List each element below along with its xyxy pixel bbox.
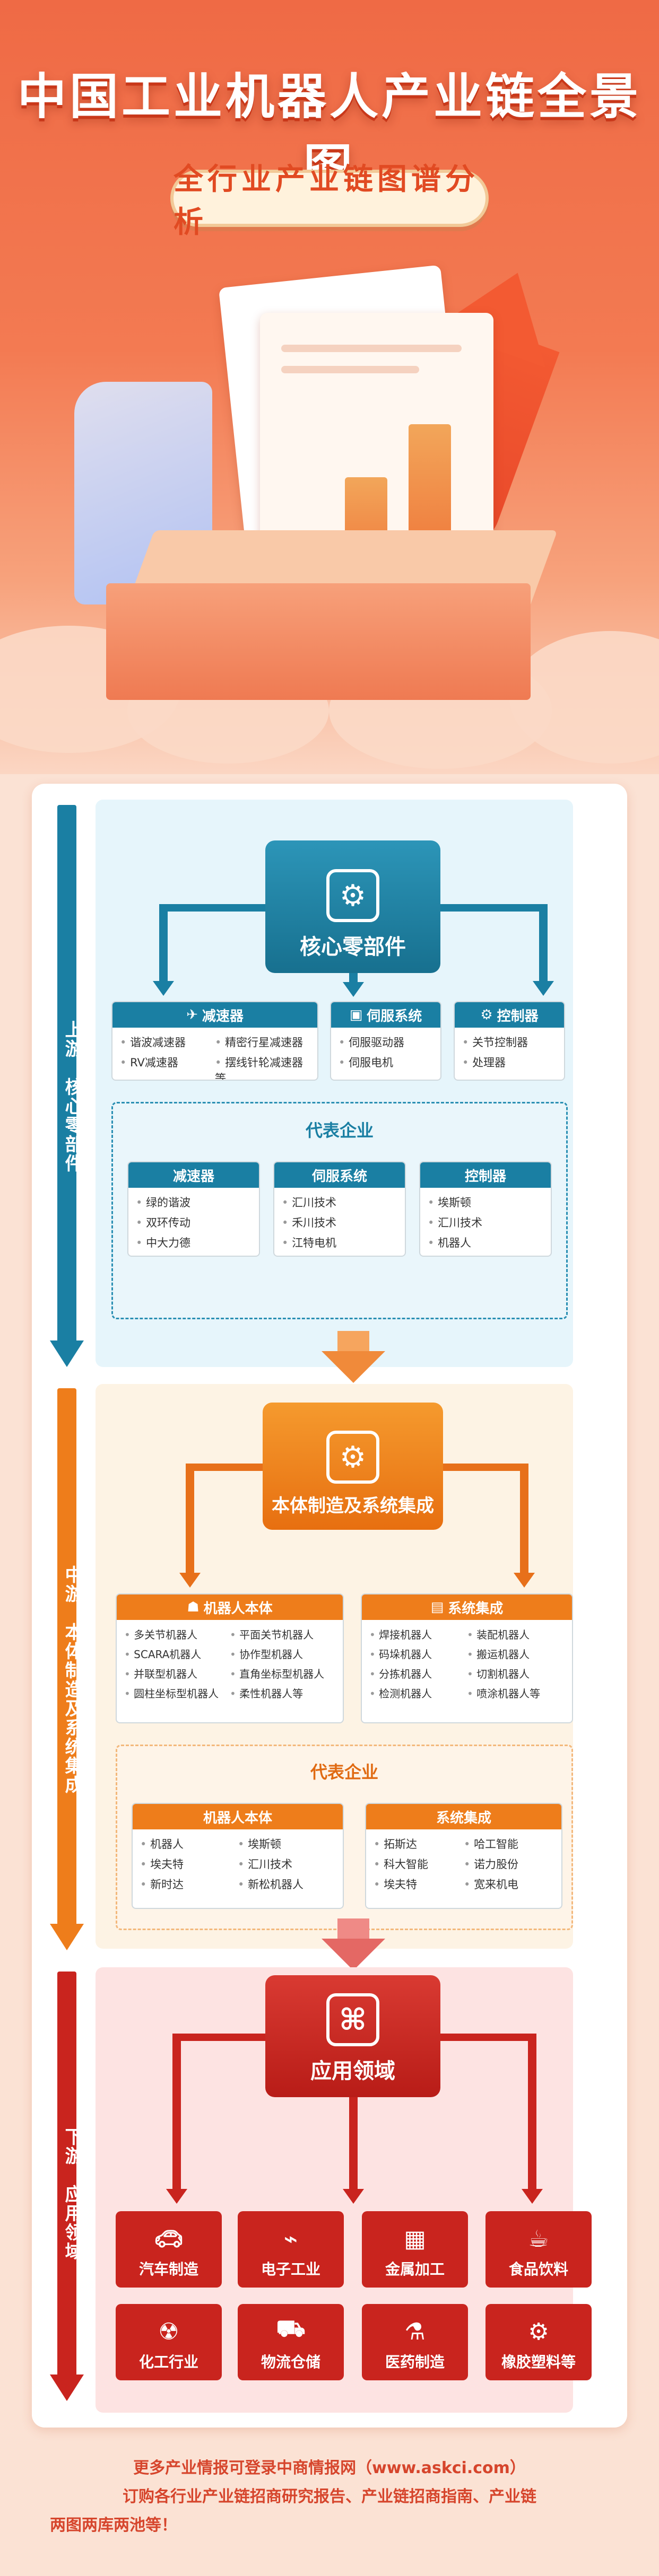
page-title: 中国工业机器人产业链全景图 bbox=[17, 68, 641, 196]
core-components-label: 核心零部件 bbox=[300, 935, 406, 959]
wrench-icon: ✈ bbox=[186, 1007, 198, 1023]
rep-servo-card: 伺服系统 汇川技术 禾川技术 江特电机 bbox=[273, 1161, 406, 1257]
upstream-side-arrow: 上游：核心零部件 bbox=[50, 805, 84, 1372]
rep-reducer-card: 减速器 绿的谐波 双环传动 中大力德 bbox=[127, 1161, 260, 1257]
app-electronics: ⌁电子工业 bbox=[238, 2211, 344, 2288]
app-medicine: ⚗︎医药制造 bbox=[362, 2304, 468, 2380]
app-chemical: ☢︎化工行业 bbox=[116, 2304, 222, 2380]
system-integration-card: ▤系统集成 焊接机器人 装配机器人 码垛机器人 搬运机器人 分拣机器人 切割机器… bbox=[361, 1593, 573, 1723]
rep-robot-body-card: 机器人本体 机器人 埃斯顿 埃夫特 汇川技术 新时达 新松机器人 bbox=[132, 1803, 344, 1909]
servo-card: ▣伺服系统 伺服驱动器 伺服电机 bbox=[330, 1001, 441, 1081]
midstream-label: 中游：本体制造及系统集成 bbox=[62, 1565, 83, 1794]
network-icon: ⌘ bbox=[326, 1993, 379, 2046]
footer-line-2: 订购各行业产业链招商研究报告、产业链招商指南、产业链 bbox=[123, 2487, 536, 2506]
downstream-label: 下游：应用领域 bbox=[62, 2127, 83, 2261]
metal-icon: ▦ bbox=[404, 2225, 426, 2253]
document-gear-icon: ⚙ bbox=[326, 1431, 379, 1484]
transition-chevron-2 bbox=[322, 1918, 385, 1972]
downstream-side-arrow: 下游：应用领域 bbox=[50, 1972, 84, 2406]
reducer-card: ✈减速器 谐波减速器 精密行星减速器 RV减速器 摆线针轮减速器等 bbox=[111, 1001, 318, 1081]
circuit-icon: ⌁ bbox=[283, 2225, 298, 2253]
upstream-label: 上游：核心零部件 bbox=[62, 1020, 83, 1173]
food-icon: ☕︎ bbox=[528, 2225, 549, 2253]
control-icon: ⚙ bbox=[480, 1007, 493, 1023]
app-food: ☕︎食品饮料 bbox=[485, 2211, 592, 2288]
midstream-side-arrow: 中游：本体制造及系统集成 bbox=[50, 1388, 84, 1956]
manufacturing-label: 本体制造及系统集成 bbox=[272, 1495, 434, 1517]
tire-icon: ⚙ bbox=[528, 2318, 549, 2345]
chemical-icon: ☢︎ bbox=[158, 2318, 179, 2345]
app-auto: 🚗︎汽车制造 bbox=[116, 2211, 222, 2288]
server-icon: ▤ bbox=[430, 1599, 444, 1615]
subtitle-pill: 全行业产业链图谱分析 bbox=[170, 162, 489, 240]
app-logistics: ⛟物流仓储 bbox=[238, 2304, 344, 2380]
header-banner: 中国工业机器人产业链全景图 全行业产业链图谱分析 bbox=[0, 0, 659, 774]
core-components-box: ⚙ 核心零部件 bbox=[265, 840, 440, 973]
car-icon: 🚗︎ bbox=[154, 2225, 184, 2253]
controller-card: ⚙控制器 关节控制器 处理器 bbox=[454, 1001, 565, 1081]
hero-illustration bbox=[74, 252, 594, 700]
rep-system-integration-card: 系统集成 拓斯达 哈工智能 科大智能 诺力股份 埃夫特 宽来机电 bbox=[365, 1803, 562, 1909]
manufacturing-box: ⚙ 本体制造及系统集成 bbox=[263, 1403, 443, 1530]
application-label: 应用领域 bbox=[310, 2059, 395, 2083]
footer-line-1: 更多产业情报可登录中商情报网（www.askci.com） bbox=[133, 2459, 526, 2477]
robot-body-card: ☗机器人本体 多关节机器人 平面关节机器人 SCARA机器人 协作型机器人 并联… bbox=[116, 1593, 344, 1723]
footer-line-3: 两图两库两池等！ bbox=[50, 2516, 177, 2535]
app-metal: ▦金属加工 bbox=[362, 2211, 468, 2288]
application-box: ⌘ 应用领域 bbox=[265, 1975, 440, 2097]
pedestal bbox=[106, 583, 531, 700]
monitor-icon: ▣ bbox=[349, 1007, 363, 1023]
robot-icon: ☗ bbox=[187, 1599, 200, 1615]
app-rubber: ⚙橡胶塑料等 bbox=[485, 2304, 592, 2380]
rep-controller-card: 控制器 埃斯顿 汇川技术 机器人 bbox=[419, 1161, 552, 1257]
page-subtitle: 全行业产业链图谱分析 bbox=[174, 162, 479, 240]
footer-note: 更多产业情报可登录中商情报网（www.askci.com） 订购各行业产业链招商… bbox=[42, 2454, 617, 2540]
truck-icon: ⛟ bbox=[276, 2315, 306, 2342]
gear-tag-icon: ⚙ bbox=[326, 869, 379, 922]
transition-chevron-1 bbox=[322, 1331, 385, 1384]
medicine-icon: ⚗︎ bbox=[404, 2318, 426, 2345]
